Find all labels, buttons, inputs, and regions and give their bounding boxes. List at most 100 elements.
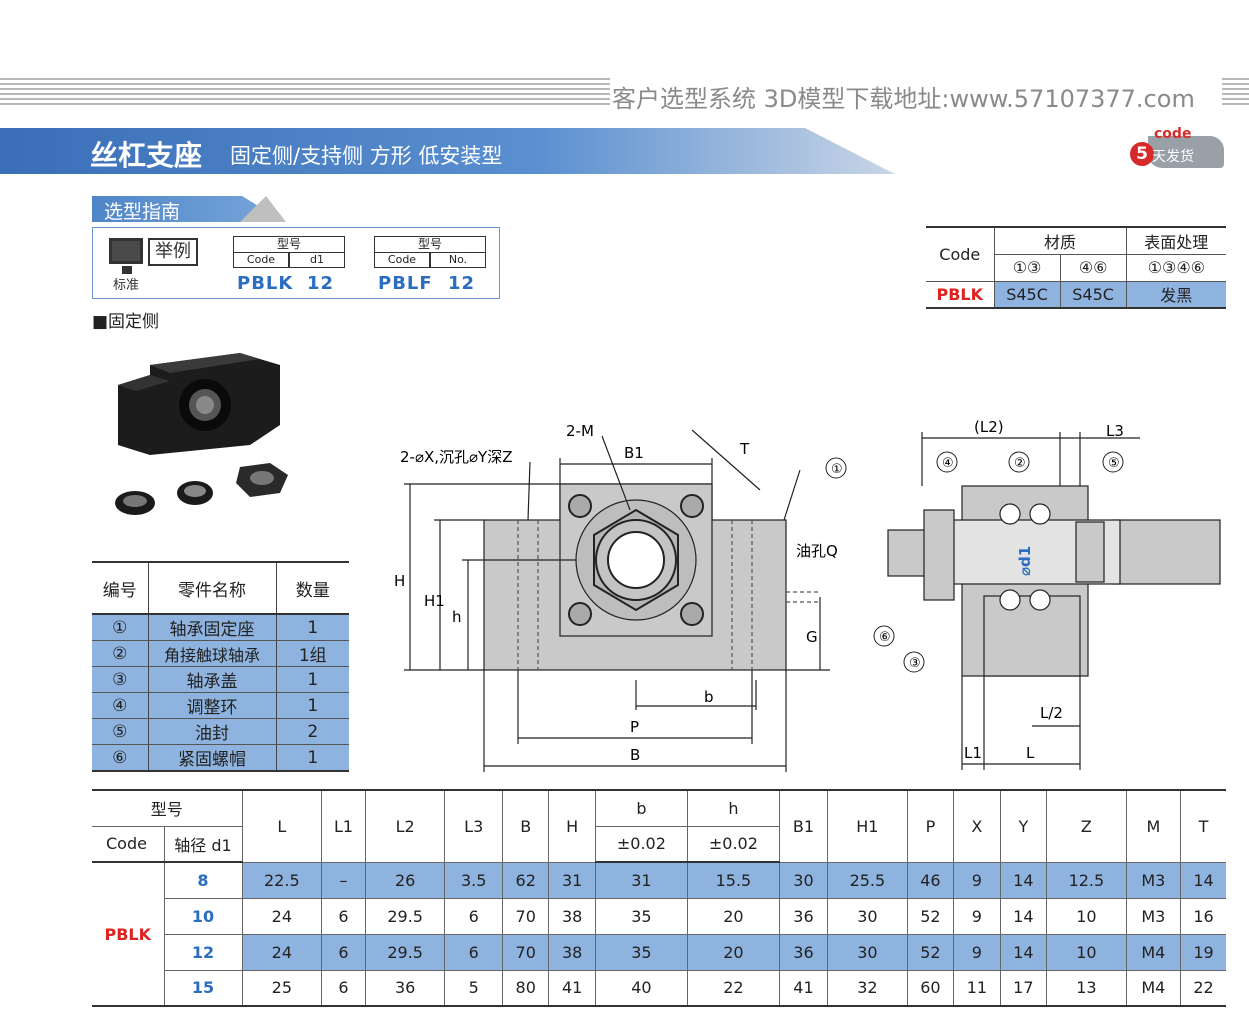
dims-cell: 24 [242, 934, 323, 971]
dims-cell: 38 [548, 898, 596, 935]
dims-row: 10 24 6 29.5 6 70 38 35 20 36 30 52 9 14… [92, 898, 1226, 935]
dims-cell: 70 [502, 934, 550, 971]
dims-cell: 35 [595, 934, 688, 971]
parts-name: 调整环 [148, 692, 277, 719]
monitor-icon [109, 238, 143, 274]
parts-row: ④ 调整环 1 [92, 692, 349, 719]
dims-col-header: b [595, 789, 688, 827]
badge-code: code [1154, 126, 1192, 142]
dims-row: 12 24 6 29.5 6 70 38 35 20 36 30 52 9 14… [92, 934, 1226, 971]
dims-col-header: X [953, 789, 1001, 863]
code-box-value2: 12 [448, 273, 476, 294]
standard-label: 标准 [113, 278, 140, 293]
dims-d1: 15 [164, 970, 243, 1007]
dims-cell: 80 [502, 970, 550, 1007]
code-box-col2: d1 [289, 252, 345, 268]
dims-cell: 46 [907, 862, 955, 899]
dims-cell: 14 [1180, 862, 1226, 899]
dims-cell: 36 [779, 934, 829, 971]
guide-tab-label: 选型指南 [104, 201, 181, 223]
m-note: 2-M [566, 422, 594, 440]
mat-material-header: 材质 [993, 226, 1127, 255]
dims-shaft-header: 轴径 d1 [164, 826, 243, 863]
dims-cell: 6 [321, 934, 366, 971]
parts-header-no: 编号 [92, 561, 149, 615]
dims-col-header: h [687, 789, 780, 827]
badge-days: 天发货 [1152, 149, 1194, 165]
dim-B1: B1 [624, 444, 644, 462]
mat-row-code: PBLK [926, 280, 995, 309]
dims-cell: M3 [1126, 862, 1182, 899]
callout-4: ④ [942, 456, 954, 471]
parts-name: 轴承盖 [148, 666, 277, 693]
dims-col-header: M [1126, 789, 1182, 863]
dims-code-header: Code [92, 826, 165, 863]
dim-P: P [630, 718, 639, 736]
mat-sub3: ①③④⑥ [1125, 253, 1226, 282]
dims-d1: 10 [164, 898, 243, 935]
code-box-value2: 12 [307, 273, 335, 294]
banner-text: 客户选型系统 3D模型下载地址:www.57107377.com [612, 85, 1195, 113]
dims-cell: 29.5 [365, 934, 446, 971]
mat-sub1: ①③ [993, 253, 1061, 282]
hole-note: 2-⌀X,沉孔⌀Y深Z [400, 448, 513, 466]
delivery-badge: code 5 天发货 [1128, 126, 1226, 172]
dims-cell: 12.5 [1046, 862, 1127, 899]
dims-col-header: Z [1046, 789, 1127, 863]
dims-cell: 35 [595, 898, 688, 935]
dims-col-header: H1 [827, 789, 908, 863]
callout-3: ③ [909, 656, 921, 671]
dims-cell: 41 [779, 970, 829, 1007]
parts-row: ⑤ 油封 2 [92, 718, 349, 745]
code-box-header: 型号 [374, 236, 486, 252]
parts-qty: 2 [276, 718, 349, 745]
parts-header-name: 零件名称 [148, 561, 277, 615]
dims-col-header: L1 [321, 789, 366, 863]
badge-shape [1148, 136, 1224, 168]
dims-cell: 15.5 [687, 862, 780, 899]
dims-cell: 19 [1180, 934, 1226, 971]
dimensions-table: 型号 L L1 L2 L3 B H b h B1 H1 P X Y Z M T … [92, 789, 1226, 1007]
dim-L-half: L/2 [1040, 704, 1063, 722]
page-subtitle: 固定侧/支持侧 方形 低安装型 [230, 144, 503, 168]
dims-cell: 3.5 [444, 862, 503, 899]
dims-row: PBLK 8 22.5 – 26 3.5 62 31 31 15.5 30 25… [92, 862, 1226, 1007]
dims-cell: 30 [827, 934, 908, 971]
dims-cell: 41 [548, 970, 596, 1007]
oil-note: 油孔Q [796, 542, 838, 560]
parts-qty: 1组 [276, 640, 349, 667]
dims-cell: 11 [953, 970, 1001, 1007]
dims-cell: 29.5 [365, 898, 446, 935]
dim-H: H [394, 572, 405, 590]
dims-cell: 32 [827, 970, 908, 1007]
parts-no: ① [92, 614, 149, 641]
dim-H1: H1 [424, 592, 445, 610]
material-table: Code 材质 表面处理 ①③ ④⑥ ①③④⑥ PBLK S45C S45C 发… [926, 226, 1226, 309]
dims-cell: 10 [1046, 934, 1127, 971]
mat-code-header: Code [926, 226, 995, 282]
dims-cell: M3 [1126, 898, 1182, 935]
code-box-value1: PBLK [237, 273, 294, 294]
dim-L2: (L2) [974, 418, 1004, 436]
banner-stripes-right [1222, 78, 1249, 108]
dims-col-header: B1 [779, 789, 829, 863]
parts-header-qty: 数量 [276, 561, 349, 615]
dims-cell: M4 [1126, 970, 1182, 1007]
parts-no: ③ [92, 666, 149, 693]
dim-d1: ⌀d1 [1016, 546, 1034, 576]
parts-row: ⑥ 紧固螺帽 1 [92, 744, 349, 772]
parts-row: ③ 轴承盖 1 [92, 666, 349, 693]
dims-cell: 25.5 [827, 862, 908, 899]
parts-no: ② [92, 640, 149, 667]
badge-number: 5 [1130, 142, 1154, 166]
side-view-drawing: (L2) L3 ⌀d1 L/2 L1 L ④ ② ⑤ ⑥ ③ [873, 418, 1221, 770]
guide-box: 举例 标准 型号 Code d1 PBLK 12 型号 Code No. PBL… [92, 227, 500, 299]
dims-cell: 22.5 [242, 862, 323, 899]
parts-name: 紧固螺帽 [148, 744, 277, 772]
title-bar [0, 128, 895, 174]
dims-cell: 36 [779, 898, 829, 935]
dims-cell: 26 [365, 862, 446, 899]
dims-col-header: P [907, 789, 955, 863]
dims-cell: 14 [1000, 934, 1048, 971]
dims-cell: 14 [1000, 862, 1048, 899]
